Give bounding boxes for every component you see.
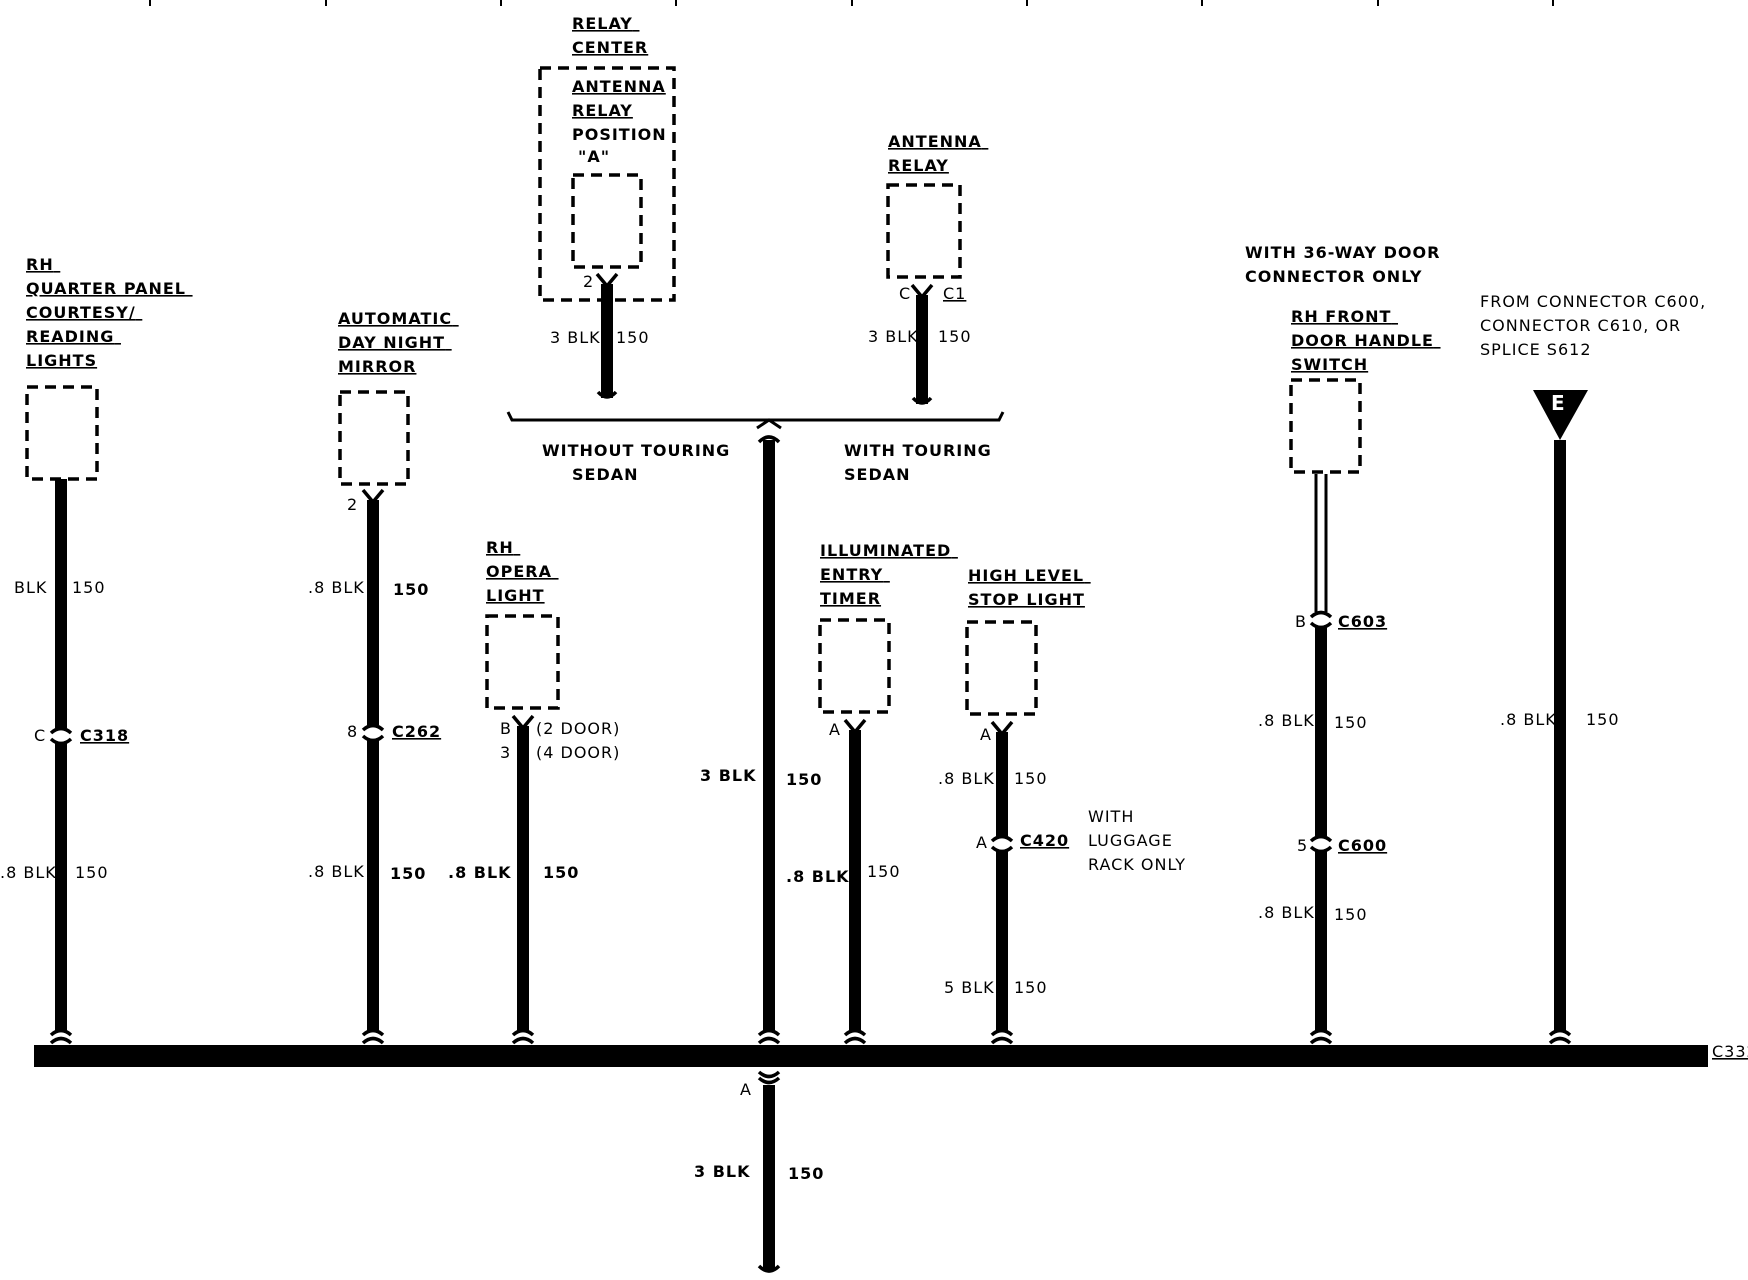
wire-gauge: 3 BLK xyxy=(550,328,601,347)
rh-quarter-panel-label: RH QUARTER PANEL COURTESY/ READING LIGHT… xyxy=(26,255,193,370)
pin-label: B xyxy=(500,719,512,738)
pin-label: A xyxy=(829,720,841,739)
wire-gauge: .8 BLK xyxy=(938,769,995,788)
from-connector-note: FROM CONNECTOR C600, CONNECTOR C610, OR … xyxy=(1480,292,1712,359)
connector-c600-label: C600 xyxy=(1338,836,1387,855)
wire-circuit: 150 xyxy=(393,580,429,599)
connector-c1-label: C1 xyxy=(943,284,966,303)
pin-label: C xyxy=(899,284,911,303)
wire-gauge: 3 BLK xyxy=(700,766,757,785)
wire-circuit: 150 xyxy=(75,863,109,882)
wire-circuit: 150 xyxy=(543,863,579,882)
wire-gauge: .8 BLK xyxy=(0,863,57,882)
door-handle-circuit: WITH 36-WAY DOOR CONNECTOR ONLY RH FRONT… xyxy=(1245,243,1447,1045)
wire-circuit: 150 xyxy=(1334,713,1368,732)
connector-c318-label: C318 xyxy=(80,726,129,745)
wire-gauge: .8 BLK xyxy=(308,578,365,597)
pin-label: 3 xyxy=(500,743,511,762)
wire-gauge: 3 BLK xyxy=(868,327,919,346)
pin-label: 2 xyxy=(583,272,594,291)
antenna-relay-a-box xyxy=(571,173,643,269)
wire-circuit: 150 xyxy=(788,1164,824,1183)
bottom-output-circuit: A 3 BLK 150 xyxy=(694,1070,824,1273)
pin-label: C xyxy=(34,726,46,745)
antenna-relay-box xyxy=(886,183,962,279)
wire-gauge: BLK xyxy=(14,578,47,597)
door-handle-box xyxy=(1289,378,1362,474)
connector-c420-label: C420 xyxy=(1020,831,1069,850)
splice-e-circuit: FROM CONNECTOR C600, CONNECTOR C610, OR … xyxy=(1480,292,1712,1045)
door-2-note: (2 DOOR) xyxy=(536,719,620,738)
pin-label: A xyxy=(980,725,992,744)
connector-c600-symbol xyxy=(1309,834,1333,854)
rh-opera-circuit: RH OPERA LIGHT B 3 (2 DOOR) (4 DOOR) .8 … xyxy=(448,538,620,1045)
antenna-relay-a-label: ANTENNA RELAY POSITION "A" xyxy=(572,77,673,166)
wire-circuit: 150 xyxy=(72,578,106,597)
wire-gauge: 5 BLK xyxy=(944,978,995,997)
wire-gauge: .8 BLK xyxy=(1500,710,1557,729)
connector-c420-symbol xyxy=(990,834,1014,854)
stop-light-circuit: HIGH LEVEL STOP LIGHT A A C420 .8 BLK 15… xyxy=(938,566,1186,1045)
relay-center-label: RELAY CENTER xyxy=(572,14,648,57)
auto-mirror-label: AUTOMATIC DAY NIGHT MIRROR xyxy=(338,309,459,376)
stop-light-box xyxy=(965,620,1038,716)
rh-quarter-panel-box xyxy=(25,385,99,481)
pin-label: 2 xyxy=(347,495,358,514)
main-feed-circuit: 3 BLK 150 xyxy=(700,435,822,1045)
door-connector-note: WITH 36-WAY DOOR CONNECTOR ONLY xyxy=(1245,243,1447,286)
wire-circuit: 150 xyxy=(786,770,822,789)
connector-c603-label: C603 xyxy=(1338,612,1387,631)
wire-gauge: 3 BLK xyxy=(694,1162,751,1181)
top-ticks xyxy=(149,0,1554,6)
entry-timer-box xyxy=(818,618,891,714)
wire-circuit: 150 xyxy=(1586,710,1620,729)
luggage-rack-note: WITH LUGGAGE RACK ONLY xyxy=(1088,807,1186,874)
antenna-relay-a-circuit: RELAY CENTER ANTENNA RELAY POSITION "A" … xyxy=(538,14,676,399)
antenna-relay-label: ANTENNA RELAY xyxy=(888,132,988,175)
connector-c262-label: C262 xyxy=(392,722,441,741)
pin-label: 5 xyxy=(1297,836,1308,855)
door-4-note: (4 DOOR) xyxy=(536,743,620,762)
splice-e-letter: E xyxy=(1551,391,1565,415)
wire-circuit: 150 xyxy=(616,328,650,347)
without-touring-label: WITHOUT TOURING SEDAN xyxy=(542,441,737,484)
bus-connector-label: C332 xyxy=(1712,1042,1748,1061)
wire-gauge: .8 BLK xyxy=(448,863,512,882)
splice-e-triangle xyxy=(1533,390,1588,440)
wire-circuit: 150 xyxy=(1014,769,1048,788)
connector-c603-symbol xyxy=(1309,610,1333,630)
pin-label: A xyxy=(740,1080,752,1099)
wire-gauge: .8 BLK xyxy=(1258,903,1315,922)
door-handle-label: RH FRONT DOOR HANDLE SWITCH xyxy=(1291,307,1441,374)
with-touring-label: WITH TOURING SEDAN xyxy=(844,441,998,484)
stop-light-label: HIGH LEVEL STOP LIGHT xyxy=(968,566,1091,609)
wire-gauge: .8 BLK xyxy=(786,867,850,886)
entry-timer-label: ILLUMINATED ENTRY TIMER xyxy=(820,541,958,608)
wire-gauge: .8 BLK xyxy=(1258,711,1315,730)
ground-bus xyxy=(34,1045,1708,1067)
wire-circuit: 150 xyxy=(938,327,972,346)
wire-gauge: .8 BLK xyxy=(308,862,365,881)
wire-circuit: 150 xyxy=(867,862,901,881)
connector-c318-symbol xyxy=(49,726,73,746)
wire-circuit: 150 xyxy=(390,864,426,883)
option-bracket: WITHOUT TOURING SEDAN WITH TOURING SEDAN xyxy=(506,411,1005,484)
wire-circuit: 150 xyxy=(1014,978,1048,997)
rh-opera-box xyxy=(485,614,560,710)
connector-c262-symbol xyxy=(361,723,385,743)
pin-label: B xyxy=(1295,612,1307,631)
pin-label: A xyxy=(976,833,988,852)
rh-quarter-panel-circuit: RH QUARTER PANEL COURTESY/ READING LIGHT… xyxy=(0,255,193,1045)
pin-label: 8 xyxy=(347,722,358,741)
rh-opera-label: RH OPERA LIGHT xyxy=(486,538,559,605)
entry-timer-circuit: ILLUMINATED ENTRY TIMER A .8 BLK 150 xyxy=(786,541,958,1045)
auto-mirror-box xyxy=(338,390,410,486)
auto-mirror-circuit: AUTOMATIC DAY NIGHT MIRROR 2 8 C262 .8 B… xyxy=(308,309,459,1045)
wire-circuit: 150 xyxy=(1334,905,1368,924)
antenna-relay-circuit: ANTENNA RELAY C C1 3 BLK 150 xyxy=(868,132,988,405)
